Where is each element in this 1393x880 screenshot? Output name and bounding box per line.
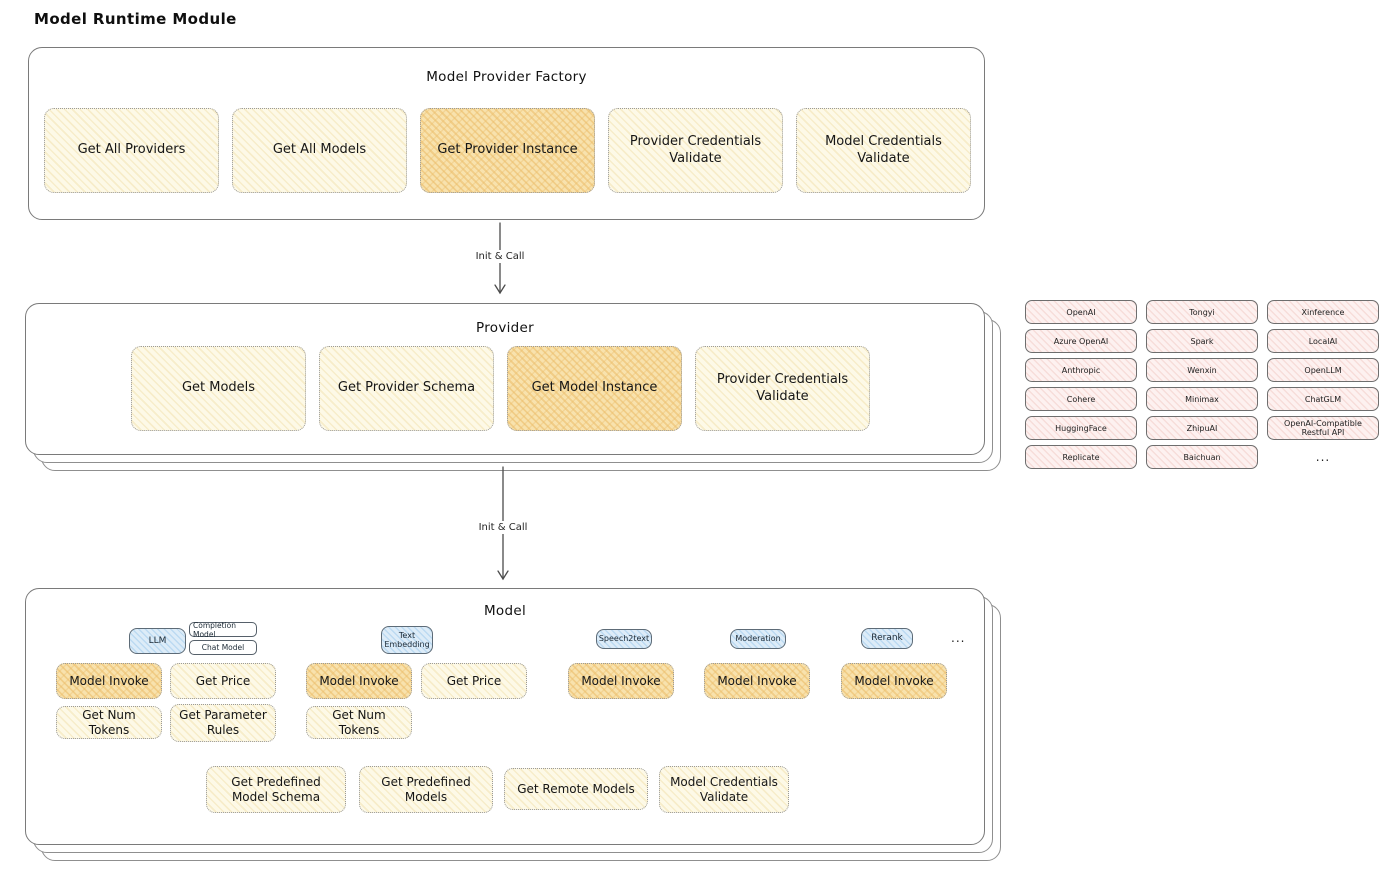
node-embedding-model-invoke: Model Invoke bbox=[306, 663, 412, 699]
chip-rerank: Rerank bbox=[861, 628, 913, 649]
chip-text-embedding: Text Embedding bbox=[381, 626, 433, 654]
node-model-credentials-validate-2: Model Credentials Validate bbox=[659, 766, 789, 813]
node-get-model-instance: Get Model Instance bbox=[507, 346, 682, 431]
node-get-predefined-models: Get Predefined Models bbox=[359, 766, 493, 813]
provider-panel: Provider Get Models Get Provider Schema … bbox=[25, 303, 985, 455]
node-llm-get-parameter-rules: Get Parameter Rules bbox=[170, 704, 276, 742]
node-get-all-models: Get All Models bbox=[232, 108, 407, 193]
node-provider-credentials-validate: Provider Credentials Validate bbox=[608, 108, 783, 193]
chip-completion-model: Completion Model bbox=[189, 621, 257, 639]
provider-item-anthropic: Anthropic bbox=[1025, 358, 1137, 382]
factory-title: Model Provider Factory bbox=[426, 69, 587, 85]
provider-item-xinference: Xinference bbox=[1267, 300, 1379, 324]
node-moderation-model-invoke: Model Invoke bbox=[704, 663, 810, 699]
providers-list: OpenAI Tongyi Xinference Azure OpenAI Sp… bbox=[1025, 300, 1379, 469]
chip-llm: LLM bbox=[129, 628, 186, 654]
provider-item-replicate: Replicate bbox=[1025, 445, 1137, 469]
factory-buttons-row: Get All Providers Get All Models Get Pro… bbox=[44, 108, 971, 193]
page-title: Model Runtime Module bbox=[34, 10, 237, 28]
node-get-provider-schema: Get Provider Schema bbox=[319, 346, 494, 431]
provider-item-openllm: OpenLLM bbox=[1267, 358, 1379, 382]
node-get-predefined-model-schema: Get Predefined Model Schema bbox=[206, 766, 346, 813]
provider-item-cohere: Cohere bbox=[1025, 387, 1137, 411]
provider-item-zhipuai: ZhipuAI bbox=[1146, 416, 1258, 440]
node-llm-get-price: Get Price bbox=[170, 663, 276, 699]
factory-panel: Model Provider Factory Get All Providers… bbox=[28, 47, 985, 220]
provider-item-huggingface: HuggingFace bbox=[1025, 416, 1137, 440]
node-embedding-get-num-tokens: Get Num Tokens bbox=[306, 706, 412, 739]
chip-speech2text: Speech2text bbox=[596, 629, 652, 649]
node-get-remote-models: Get Remote Models bbox=[504, 768, 648, 810]
node-speech2text-model-invoke: Model Invoke bbox=[568, 663, 674, 699]
node-embedding-get-price: Get Price bbox=[421, 663, 527, 699]
provider-title: Provider bbox=[476, 320, 534, 336]
node-model-credentials-validate: Model Credentials Validate bbox=[796, 108, 971, 193]
node-llm-get-num-tokens: Get Num Tokens bbox=[56, 706, 162, 739]
provider-item-wenxin: Wenxin bbox=[1146, 358, 1258, 382]
provider-item-chatglm: ChatGLM bbox=[1267, 387, 1379, 411]
node-get-all-providers: Get All Providers bbox=[44, 108, 219, 193]
chip-chat-model: Chat Model bbox=[189, 640, 257, 655]
provider-item-openai: OpenAI bbox=[1025, 300, 1137, 324]
model-title: Model bbox=[483, 603, 527, 619]
node-rerank-model-invoke: Model Invoke bbox=[841, 663, 947, 699]
node-get-models: Get Models bbox=[131, 346, 306, 431]
model-types-more-ellipsis: ... bbox=[951, 631, 966, 645]
chip-moderation: Moderation bbox=[730, 629, 786, 649]
provider-item-localai: LocalAI bbox=[1267, 329, 1379, 353]
provider-item-minimax: Minimax bbox=[1146, 387, 1258, 411]
providers-more-ellipsis: ... bbox=[1315, 450, 1331, 464]
provider-item-openai-compatible: OpenAI-Compatible Restful API bbox=[1267, 416, 1379, 440]
provider-item-azure-openai: Azure OpenAI bbox=[1025, 329, 1137, 353]
arrow-label-init-call-1: Init & Call bbox=[458, 250, 542, 263]
provider-buttons-row: Get Models Get Provider Schema Get Model… bbox=[131, 346, 870, 431]
node-provider-credentials-validate-2: Provider Credentials Validate bbox=[695, 346, 870, 431]
provider-item-spark: Spark bbox=[1146, 329, 1258, 353]
model-panel: Model LLM Completion Model Chat Model Te… bbox=[25, 588, 985, 845]
provider-item-baichuan: Baichuan bbox=[1146, 445, 1258, 469]
node-get-provider-instance: Get Provider Instance bbox=[420, 108, 595, 193]
node-llm-model-invoke: Model Invoke bbox=[56, 663, 162, 699]
arrow-label-init-call-2: Init & Call bbox=[461, 521, 545, 534]
provider-item-tongyi: Tongyi bbox=[1146, 300, 1258, 324]
